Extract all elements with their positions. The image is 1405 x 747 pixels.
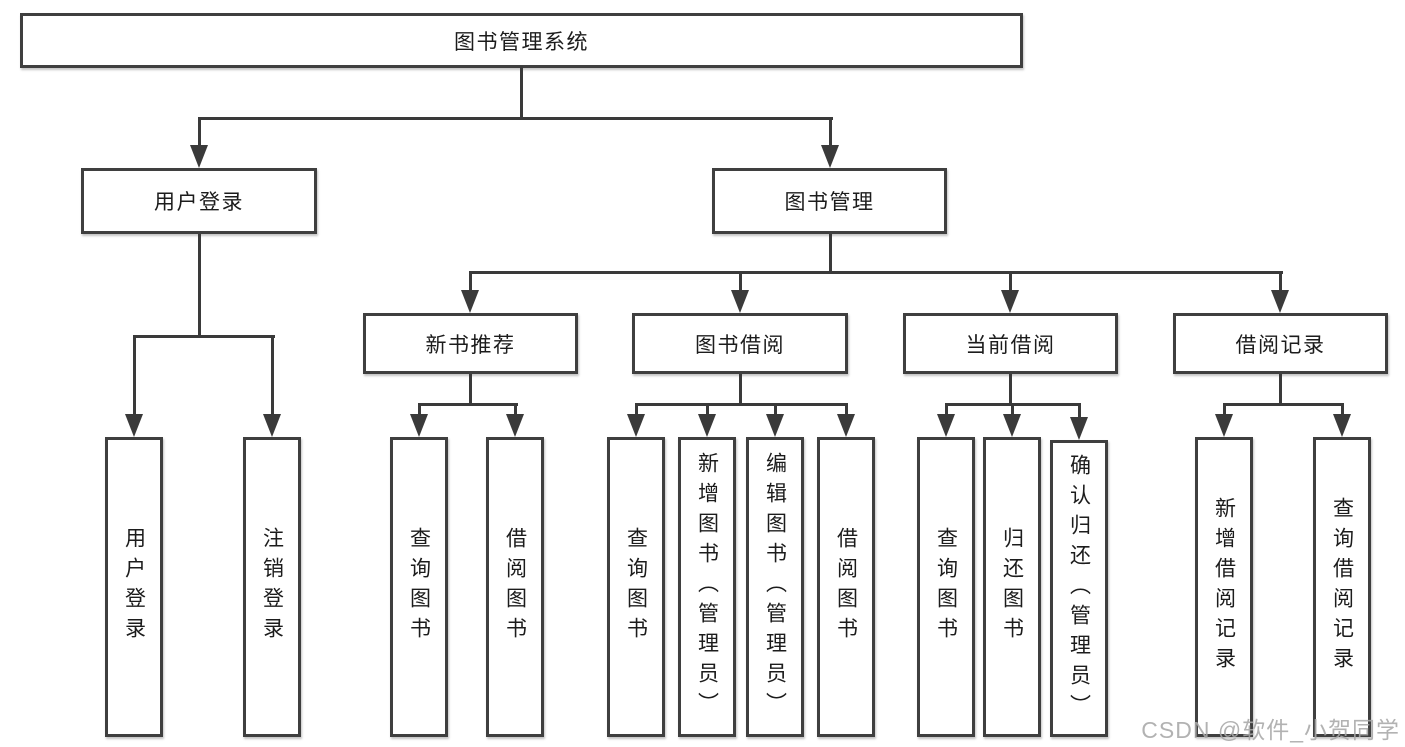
connector-line (1078, 403, 1081, 419)
arrowhead-down-icon (1333, 414, 1351, 437)
node-book-mgmt: 图书管理 (712, 168, 947, 234)
arrowhead-down-icon (837, 414, 855, 437)
arrowhead-down-icon (190, 145, 208, 168)
connector-line (520, 66, 523, 120)
connector-line (133, 335, 136, 416)
connector-line (1341, 403, 1344, 417)
node-user-login-label: 用户登录 (154, 191, 244, 214)
arrowhead-down-icon (698, 414, 716, 437)
connector-line (706, 403, 709, 417)
leaf-query-books-newbooks: 查询图书 (390, 437, 448, 737)
arrowhead-down-icon (410, 414, 428, 437)
connector-line (1279, 374, 1282, 406)
arrowhead-down-icon (627, 414, 645, 437)
leaf-query-books-current-label: 查询图书 (934, 527, 958, 647)
leaf-user-login-label: 用户登录 (122, 527, 146, 647)
node-new-books-label: 新书推荐 (425, 333, 516, 357)
connector-line (635, 403, 638, 417)
leaf-borrow-books-borrow: 借阅图书 (817, 437, 875, 737)
node-book-mgmt-label: 图书管理 (784, 191, 875, 214)
node-borrow-records: 借阅记录 (1173, 313, 1388, 374)
arrowhead-down-icon (506, 414, 524, 437)
connector-line (774, 403, 777, 417)
connector-line (945, 403, 948, 417)
connector-line (845, 403, 848, 417)
arrowhead-down-icon (766, 414, 784, 437)
leaf-add-books-admin: 新增图书（管理员） (678, 437, 736, 737)
connector-line (635, 403, 848, 406)
connector-line (418, 403, 421, 417)
leaf-logout: 注销登录 (243, 437, 301, 737)
connector-line (829, 234, 832, 274)
arrowhead-down-icon (461, 290, 479, 313)
arrowhead-down-icon (1271, 290, 1289, 313)
leaf-query-books-borrow: 查询图书 (607, 437, 665, 737)
connector-line (133, 335, 275, 338)
node-new-books: 新书推荐 (363, 313, 578, 374)
leaf-add-borrow-record: 新增借阅记录 (1195, 437, 1253, 737)
arrowhead-down-icon (125, 414, 143, 437)
connector-line (1009, 374, 1012, 406)
leaf-return-books-label: 归还图书 (1000, 527, 1024, 647)
leaf-edit-books-admin: 编辑图书（管理员） (746, 437, 804, 737)
leaf-query-borrow-record-label: 查询借阅记录 (1330, 497, 1354, 677)
connector-line (198, 234, 201, 338)
connector-line (829, 117, 832, 149)
arrowhead-down-icon (731, 290, 749, 313)
leaf-borrow-books-borrow-label: 借阅图书 (834, 527, 858, 647)
leaf-add-books-admin-label: 新增图书（管理员） (695, 452, 719, 722)
arrowhead-down-icon (1003, 414, 1021, 437)
arrowhead-down-icon (1001, 290, 1019, 313)
leaf-borrow-books-newbooks-label: 借阅图书 (503, 527, 527, 647)
node-book-borrow-label: 图书借阅 (695, 333, 785, 357)
arrowhead-down-icon (263, 414, 281, 437)
leaf-logout-label: 注销登录 (260, 527, 284, 647)
connector-line (1223, 403, 1344, 406)
leaf-query-borrow-record: 查询借阅记录 (1313, 437, 1371, 737)
connector-line (739, 271, 742, 292)
connector-line (739, 374, 742, 406)
arrowhead-down-icon (937, 414, 955, 437)
connector-line (198, 117, 833, 120)
node-current-borrow: 当前借阅 (903, 313, 1118, 374)
arrowhead-down-icon (1070, 417, 1088, 440)
node-root-label: 图书管理系统 (454, 30, 589, 54)
connector-line (418, 403, 518, 406)
node-book-borrow: 图书借阅 (632, 313, 848, 374)
leaf-query-books-newbooks-label: 查询图书 (407, 527, 431, 647)
leaf-return-books: 归还图书 (983, 437, 1041, 737)
node-root: 图书管理系统 (20, 13, 1023, 68)
connector-line (469, 374, 472, 406)
connector-line (1279, 271, 1282, 292)
connector-line (469, 271, 472, 292)
connector-line (1009, 271, 1012, 292)
node-borrow-records-label: 借阅记录 (1235, 333, 1326, 357)
leaf-confirm-return-admin: 确认归还（管理员） (1050, 440, 1108, 737)
connector-line (271, 335, 274, 416)
connector-line (198, 117, 201, 149)
leaf-edit-books-admin-label: 编辑图书（管理员） (763, 452, 787, 722)
leaf-user-login: 用户登录 (105, 437, 163, 737)
arrowhead-down-icon (821, 145, 839, 168)
connector-line (514, 403, 517, 417)
leaf-add-borrow-record-label: 新增借阅记录 (1212, 497, 1236, 677)
csdn-watermark: CSDN @软件_小贺同学 (1141, 717, 1400, 743)
leaf-confirm-return-admin-label: 确认归还（管理员） (1067, 453, 1091, 724)
arrowhead-down-icon (1215, 414, 1233, 437)
connector-line (469, 271, 1283, 274)
node-current-borrow-label: 当前借阅 (965, 333, 1056, 357)
leaf-query-books-current: 查询图书 (917, 437, 975, 737)
connector-line (1011, 403, 1014, 417)
node-user-login: 用户登录 (81, 168, 317, 234)
leaf-query-books-borrow-label: 查询图书 (624, 527, 648, 647)
leaf-borrow-books-newbooks: 借阅图书 (486, 437, 544, 737)
connector-line (1223, 403, 1226, 417)
